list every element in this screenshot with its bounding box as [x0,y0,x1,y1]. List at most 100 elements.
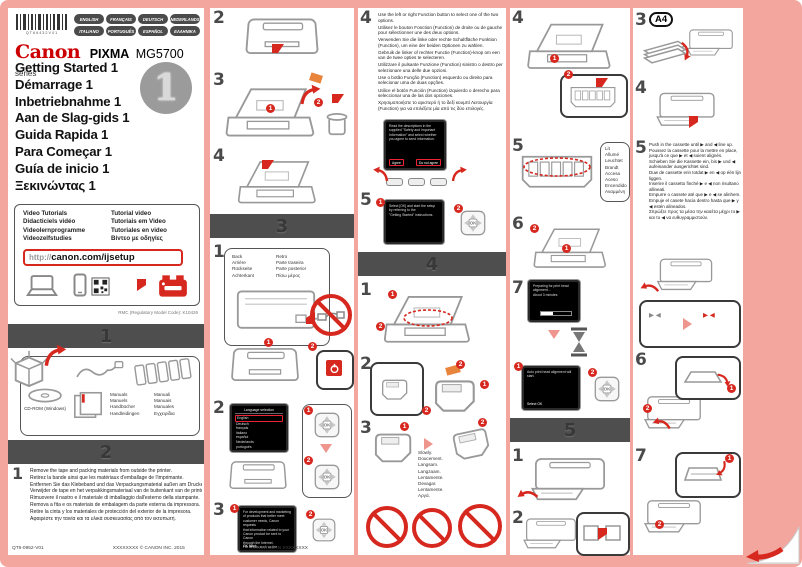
callout-1-badge: 1 [264,338,273,347]
screen-line: of products that better meet [243,514,285,519]
carriage-inset [560,74,628,118]
guide-title: Ξεκινώντας 1 [15,177,96,193]
lit-label: Leuchtet [605,158,623,164]
instruction-paragraph: Empurre o cassete até que ▶ e ◀ se alinh… [649,192,741,198]
discard-arrow [332,94,344,103]
slowly-label: Langsam. [418,462,439,468]
sheet-number-circle: 1 [140,62,192,114]
back-label: Arrière [232,260,246,266]
guide-title: Getting Started 1 [15,60,118,75]
hourglass-icon [571,329,587,355]
instruction-paragraph: Σπρώξτε προς τα μέσα την κασέτα μέχρι το… [649,209,740,220]
instruction-paragraph: Poussez la cassette pour la mettre en pl… [649,147,738,159]
then-arrow [424,438,433,450]
screen-line: you agree to send information. [389,137,435,142]
alignment-marks-inset: ▶ ◀ ▶ ◀ [639,300,741,348]
callout-2-badge: 2 [564,70,573,79]
callout-1-badge: 1 [727,384,736,393]
printer-corner-inset [370,362,424,416]
back-label: Rückseite [232,266,253,272]
callout-2-badge: 2 [454,204,463,213]
screen-title: Language selection [235,408,283,414]
screen-line: start. [527,374,535,379]
a4-size-badge: A4 [649,12,674,27]
power-cord-icon [77,362,123,377]
video-label: Tutoriales en video [111,226,167,234]
power-button-icon [326,360,342,376]
guide-title: Démarrage 1 [15,76,93,92]
hold-tank-illustration [376,435,410,462]
push-cassette-arrow [639,279,658,298]
section-banner-5: 5 [510,418,630,442]
step-number: 3 [360,418,372,438]
lit-label: Lit [605,146,610,151]
screen-line: Information" and select whether [389,132,437,137]
language-menu-item: italiano [236,430,248,435]
manuals-icon [75,393,101,417]
step-number: 4 [360,8,372,28]
screen-line: Preparing for print head [533,284,569,288]
adjust-guide-arrow [689,116,698,128]
screen-footer: Select OK [527,402,543,406]
slowly-label: Lentamente. [418,487,444,493]
slowly-label: Langzaam. [418,468,441,474]
cd-rom-label: CD-ROM (Windows) [24,406,66,411]
step-number: 1 [360,280,372,300]
output-tray-inset [675,356,741,400]
callout-1-badge: 1 [480,380,489,389]
instruction-paragraph: Χρησιμοποιήστε το αριστερό ή το δεξί κου… [378,100,493,111]
callout-2-badge: 2 [306,510,315,519]
page-curl [746,526,800,564]
screen-line: by referring to the [389,208,416,213]
slowly-label: Devagar. [418,481,437,487]
agree-button-label: Agree [389,159,404,166]
video-label: Didacticiels vidéo [23,218,76,226]
tilt-tank-illustration [453,429,490,460]
guide-title: Para Começar 1 [15,143,112,159]
callout-2-badge: 2 [478,418,487,427]
ok-keypad-icon [313,519,335,541]
screen-line: For development and marketing [243,510,291,514]
language-label: ESPAÑOL [138,26,168,36]
prohibition-icon [366,506,408,548]
lit-label: Accesa [605,170,621,176]
power-button-inset [316,350,354,390]
open-tray-arrow [272,44,284,53]
step-number: 1 [512,446,524,466]
language-label: ENGLISH [74,14,104,24]
rmc-note: RMC (Regulatory Model Code): K10426 [118,310,198,315]
screen-line: that information related to your [243,527,289,532]
laptop-icon [28,276,57,295]
instruction-paragraph: Verwenden Sie die linke oder rechte Scha… [378,37,497,48]
footer-printed-in: PRINTED IN XXXXXXXX [253,546,308,551]
callout-2-badge: 2 [422,406,431,415]
section-banner-4: 4 [358,252,506,276]
step-number: 7 [512,278,524,298]
agreement-ink-column: 4 Use the left or right Function button … [358,8,506,555]
ok-keypad-icon [315,465,338,488]
instruction-paragraph: Utilisez le bouton Fonction (Function) d… [378,24,503,36]
left-function-arrow [373,167,387,181]
manuals-label: Manuali [154,392,171,397]
brand-row: Canon PIXMA MG5700 series [15,41,204,81]
open-tray-arrow [652,415,670,433]
callout-2-badge: 2 [655,520,664,529]
manuals-label: Manuais [154,398,172,404]
trash-bin-icon [327,114,346,134]
instruction-line: Retire la cinta y los materiales de prot… [30,508,192,515]
video-label: Βίντεο με οδηγίες [111,235,163,243]
instruction-paragraph: Push in the cassette until ▶ and ◀ line … [649,142,733,147]
back-label: Back [232,254,243,259]
callout-1-badge: 1 [304,406,313,415]
step-number: 3 [635,10,647,30]
video-label: Videolernprogramme [23,226,86,234]
